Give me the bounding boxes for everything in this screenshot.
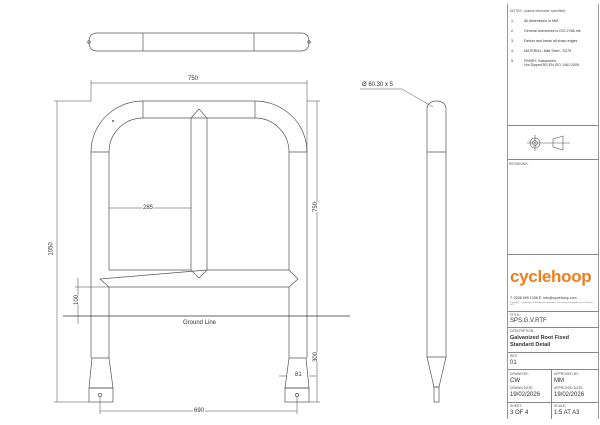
note-text: Hot Dipped BS EN ISO 1461:2009 bbox=[524, 63, 579, 67]
description-line: Standard Detail bbox=[510, 342, 551, 348]
rev-label: REV: bbox=[510, 354, 518, 358]
dim-overall-width: 750 bbox=[186, 76, 201, 82]
dimension-lines bbox=[54, 80, 320, 414]
cyclehoop-logo: cyclehoop bbox=[510, 267, 592, 286]
rev-value: 01 bbox=[510, 360, 517, 366]
note-text: FINISH: Galvanised, bbox=[524, 59, 557, 63]
drawn-date-label: DRAWN DATE: bbox=[510, 386, 534, 390]
sheet-label: SHEET: bbox=[510, 404, 522, 408]
scale-label: SCALE: bbox=[554, 404, 567, 408]
dim-above-ground: 750 bbox=[313, 201, 320, 213]
dim-overall-height: 1050 bbox=[48, 242, 55, 256]
dim-below-ground: 300 bbox=[313, 351, 320, 363]
description-line: Galvanized Root Fixed bbox=[510, 335, 569, 341]
drawing-title: SPS.G.V.RTF bbox=[510, 318, 547, 324]
ground-line-label: Ground Line bbox=[183, 320, 217, 326]
sheet-value: 3 OF 4 bbox=[510, 410, 529, 416]
note-number: 5. bbox=[511, 59, 514, 63]
approved-by-label: APPROVED BY: bbox=[554, 372, 580, 376]
notes-heading: NOTES: (unless otherwise specified) bbox=[510, 9, 566, 13]
revisions-label: REVISIONS: bbox=[509, 162, 529, 166]
note-text: General tolerances to ISO 2768-mk bbox=[524, 29, 581, 33]
front-view-frame bbox=[88, 100, 310, 403]
dim-base-centres: 690 bbox=[193, 408, 206, 414]
note-text: Deburr and break all sharp edges bbox=[524, 39, 578, 43]
side-view bbox=[360, 88, 447, 403]
note-text: All dimensions in MM bbox=[524, 19, 558, 23]
approved-date-label: APPROVED DATE: bbox=[554, 386, 584, 390]
note-number: 1. bbox=[511, 19, 514, 23]
tube-spec-label: Ø 60.30 x 5 bbox=[362, 82, 394, 88]
drawn-date: 19/02/2026 bbox=[510, 392, 541, 398]
description-label: DESCRIPTION: bbox=[510, 329, 535, 333]
top-view bbox=[87, 32, 311, 52]
note-text: MATERIAL: Mild Steel - S275 bbox=[524, 49, 572, 53]
projection-symbol-icon bbox=[527, 135, 570, 151]
contact-info: T: 0208 699 1338 E: info@cyclehoop.com bbox=[510, 296, 577, 300]
dim-crossbar-clearance: 100 bbox=[74, 294, 81, 306]
drawn-by: CW bbox=[510, 378, 520, 384]
drawn-by-label: DRAWN BY: bbox=[510, 372, 529, 376]
dim-foot-width: 81 bbox=[295, 372, 302, 378]
scale-value: 1:5 AT A3 bbox=[554, 410, 580, 416]
approved-date: 19/02/2026 bbox=[554, 392, 585, 398]
copyright-text: Copyright © Cyclehoop Ltd. All material … bbox=[510, 302, 593, 306]
dim-inner-span: 285 bbox=[142, 205, 155, 211]
title-block: NOTES: (unless otherwise specified) 1. A… bbox=[507, 4, 599, 419]
title-label: TITLE: bbox=[510, 313, 521, 317]
note-number: 4. bbox=[511, 49, 514, 53]
note-number: 3. bbox=[511, 39, 514, 43]
approved-by: MM bbox=[554, 378, 564, 384]
note-number: 2. bbox=[511, 29, 514, 33]
